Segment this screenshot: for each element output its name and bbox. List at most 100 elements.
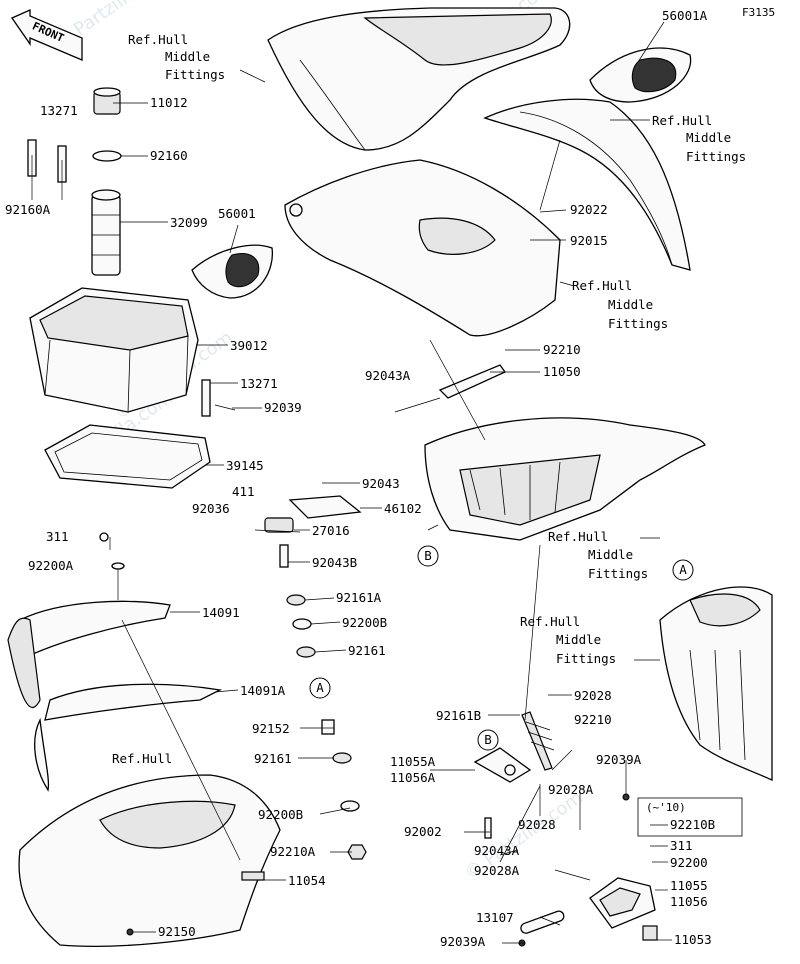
label-92150: 92150 <box>158 924 196 939</box>
hull-cover-upper <box>267 7 571 151</box>
label-11053: 11053 <box>674 932 712 947</box>
label-92039A: 92039A <box>440 934 486 949</box>
label-11012: 11012 <box>150 95 188 110</box>
label-ref-hull: Middle <box>165 49 210 64</box>
label-92043: 92043 <box>362 476 400 491</box>
label-92200B: 92200B <box>258 807 303 822</box>
ref-circle-B-1: B <box>417 545 439 567</box>
label-92161: 92161 <box>348 643 386 658</box>
label-13271: 13271 <box>40 103 78 118</box>
pad-13271-right <box>201 379 211 417</box>
gasket-92160 <box>92 150 122 162</box>
label-39012: 39012 <box>230 338 268 353</box>
ref-circle-A-2: A <box>672 559 694 581</box>
label-311: 311 <box>670 838 693 853</box>
vent-cover-56001A <box>589 47 692 103</box>
damper-92161B <box>521 711 555 771</box>
label-39145: 39145 <box>226 458 264 473</box>
label-13271: 13271 <box>240 376 278 391</box>
label-92043A: 92043A <box>365 368 411 383</box>
label-92028: 92028 <box>574 688 612 703</box>
label-11050: 11050 <box>543 364 581 379</box>
label-92210: 92210 <box>543 342 581 357</box>
pad-13271-left <box>27 139 67 183</box>
label-ref-hull: Fittings <box>588 566 648 581</box>
cushion-46102 <box>288 495 362 519</box>
label-92160A: 92160A <box>5 202 51 217</box>
label-ref-hull: Ref.Hull <box>572 278 632 293</box>
label-year-note: (~'10) <box>646 801 686 814</box>
label-ref-hull: Fittings <box>608 316 668 331</box>
svg-text:B: B <box>424 548 432 563</box>
label-92161B: 92161B <box>436 708 481 723</box>
label-56001: 56001 <box>218 206 256 221</box>
label-92036: 92036 <box>192 501 230 516</box>
hull-middle-panel <box>284 159 561 337</box>
vent-cover-56001 <box>191 244 274 299</box>
label-92039: 92039 <box>264 400 302 415</box>
label-92161: 92161 <box>254 751 292 766</box>
label-92015: 92015 <box>570 233 608 248</box>
label-ref-hull: Ref.Hull <box>652 113 712 128</box>
label-ref-hull: Ref.Hull <box>112 751 172 766</box>
washer-92200A <box>111 562 125 570</box>
label-92152: 92152 <box>252 721 290 736</box>
label-ref-hull: Middle <box>686 130 731 145</box>
label-ref-hull: Middle <box>588 547 633 562</box>
hull-lower-front <box>18 774 281 947</box>
clip-11054 <box>241 871 265 881</box>
label-92210A: 92210A <box>270 844 316 859</box>
label-92028A: 92028A <box>474 863 520 878</box>
bolt-311-a <box>99 532 109 542</box>
label-ref-hull: Ref.Hull <box>520 614 580 629</box>
label-11055A: 11055A <box>390 754 436 769</box>
label-11056: 11056 <box>670 894 708 909</box>
label-11055: 11055 <box>670 878 708 893</box>
rear-deck-14091 <box>7 600 171 709</box>
label-92210B: 92210B <box>670 817 715 832</box>
figure-code: F3135 <box>742 6 775 19</box>
bolt-92002 <box>484 817 492 839</box>
label-ref-hull: Middle <box>556 632 601 647</box>
label-92210: 92210 <box>574 712 612 727</box>
side-panel-right <box>483 98 691 271</box>
hull-section-right <box>659 586 773 782</box>
label-56001A: 56001A <box>662 8 708 23</box>
label-13107: 13107 <box>476 910 514 925</box>
screw-92039 <box>214 404 236 411</box>
label-27016: 27016 <box>312 523 350 538</box>
label-92002: 92002 <box>404 824 442 839</box>
label-92028A: 92028A <box>548 782 594 797</box>
svg-text:A: A <box>679 562 687 577</box>
label-311: 311 <box>46 529 69 544</box>
shaft-13107 <box>520 910 565 934</box>
label-ref-hull: Ref.Hull <box>548 529 608 544</box>
label-32099: 32099 <box>170 215 208 230</box>
bracket-11050 <box>394 364 506 413</box>
label-14091A: 14091A <box>240 683 286 698</box>
label-92039A: 92039A <box>596 752 642 767</box>
label-46102: 46102 <box>384 501 422 516</box>
pad-11053 <box>642 925 658 941</box>
washer-stack <box>286 594 367 860</box>
seal-39145 <box>44 424 211 489</box>
bolt-92043A-b <box>499 785 541 863</box>
svg-text:B: B <box>484 732 492 747</box>
screw-92150 <box>126 928 134 936</box>
front-arrow-icon: FRONT <box>11 8 83 61</box>
label-92028: 92028 <box>518 817 556 832</box>
label-ref-hull: Middle <box>608 297 653 312</box>
part-labels: 56001A Ref.Hull Middle Fittings Ref.Hull… <box>5 8 746 949</box>
label-92200: 92200 <box>670 855 708 870</box>
latch-plate-11055 <box>589 877 656 929</box>
label-411: 411 <box>232 484 255 499</box>
label-92022: 92022 <box>570 202 608 217</box>
screw-92039A-a <box>622 793 630 801</box>
storage-bin-39012 <box>29 287 199 413</box>
label-ref-hull: Fittings <box>556 651 616 666</box>
label-ref-hull: Fittings <box>165 67 225 82</box>
year-note-box <box>637 797 743 837</box>
label-ref-hull: Fittings <box>686 149 746 164</box>
filler-neck-32099 <box>91 189 121 276</box>
